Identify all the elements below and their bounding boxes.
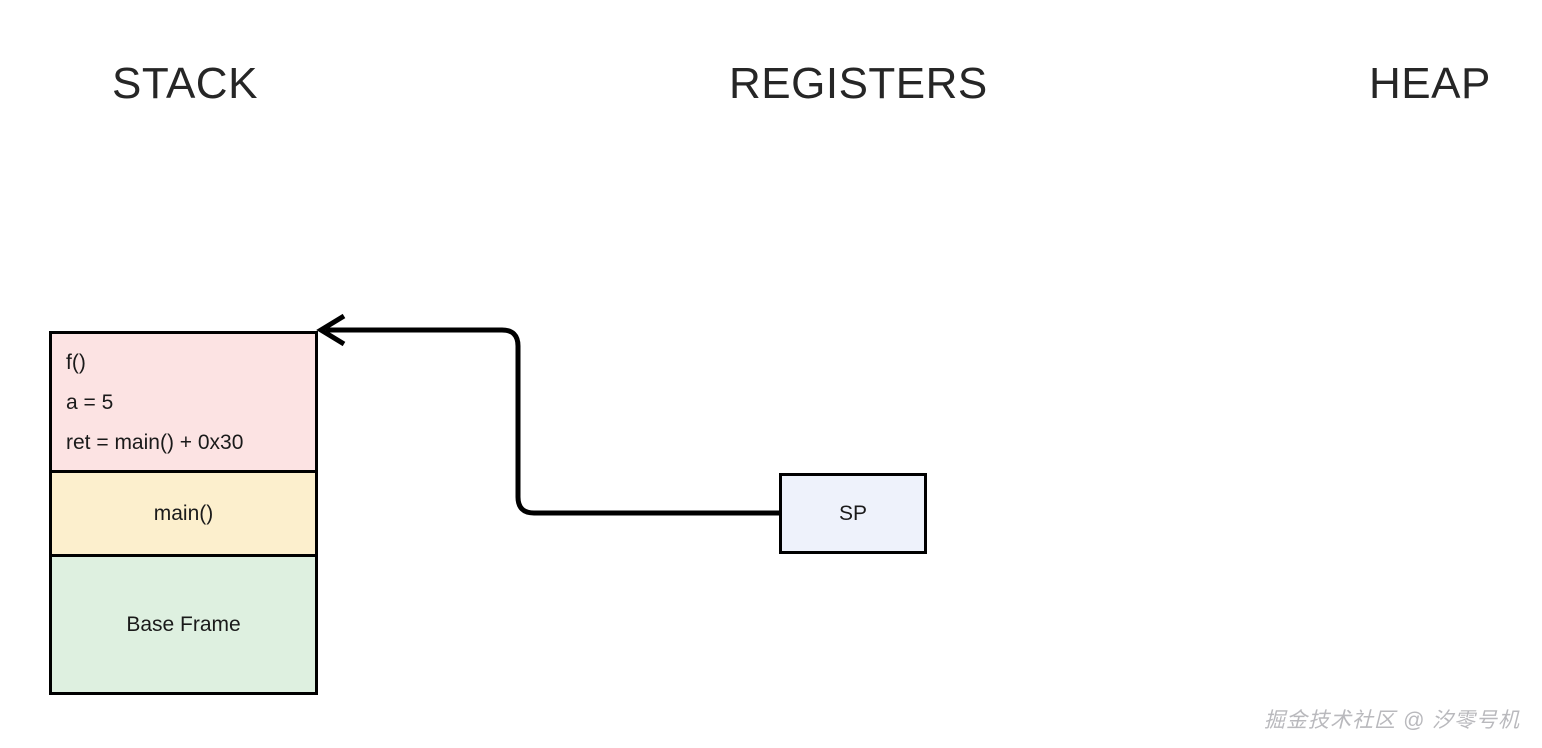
watermark-text: 掘金技术社区 @ 汐零号机 [1264,709,1520,732]
stack-frame-f-line-2: a = 5 [66,390,114,414]
section-title-stack: STACK [112,59,258,108]
register-box-sp[interactable]: SP [779,473,927,554]
stack-frame-f-line-1: f() [66,350,86,374]
stack-frame-base-label: Base Frame [126,613,241,636]
stack-frame-main-label: main() [153,502,214,525]
stack-frame-base[interactable]: Base Frame [52,554,315,692]
stack-frame-f-line-3: ret = main() + 0x30 [66,430,244,454]
section-title-heap: HEAP [1369,59,1491,108]
arrow-path [326,327,779,516]
stack-column: f() a = 5 ret = main() + 0x30 main() Bas… [49,331,318,695]
section-title-registers: REGISTERS [729,59,988,108]
stack-frame-f[interactable]: f() a = 5 ret = main() + 0x30 [52,334,315,470]
arrow-head-icon [316,313,346,347]
register-sp-label: SP [838,501,867,525]
stack-frame-main[interactable]: main() [52,470,315,554]
